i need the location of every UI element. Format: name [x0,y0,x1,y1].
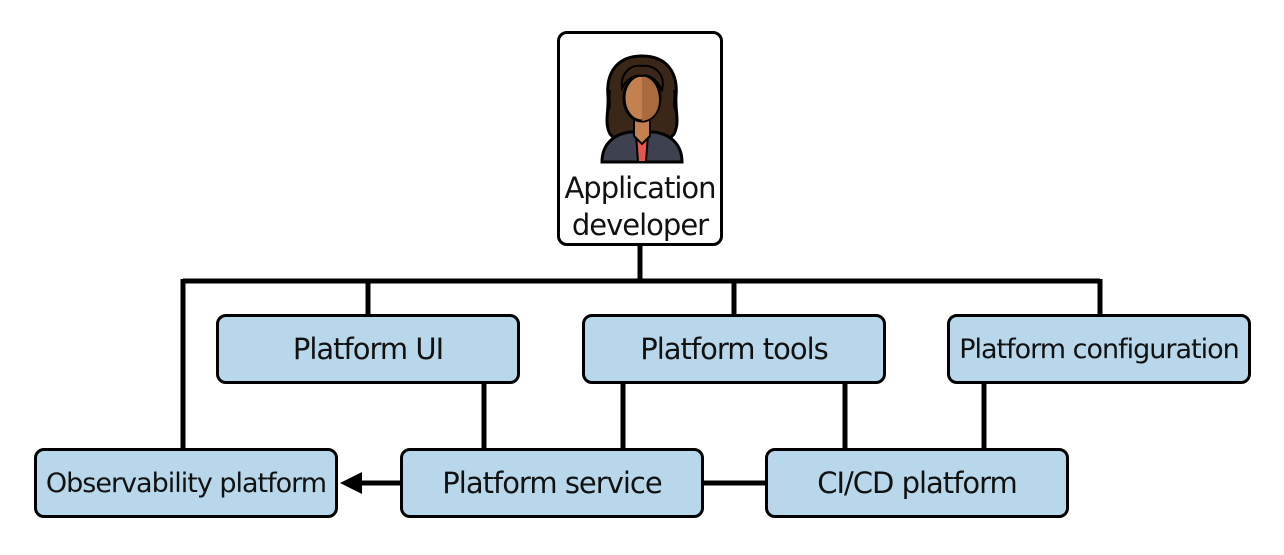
observability-platform-node: Observability platform [34,448,338,518]
platform-service-node: Platform service [400,448,704,518]
developer-avatar-icon [600,54,684,164]
application-developer-box: Application developer [557,31,723,246]
platform-tools-node: Platform tools [582,314,886,384]
arrowhead-icon [340,472,362,494]
cicd-platform-node: CI/CD platform [765,448,1069,518]
developer-label-line1: Application [564,171,716,205]
platform-configuration-node: Platform configuration [947,314,1251,384]
platform-ui-node: Platform UI [216,314,520,384]
developer-label-line2: developer [571,208,709,242]
developer-label: Application developer [560,170,720,244]
